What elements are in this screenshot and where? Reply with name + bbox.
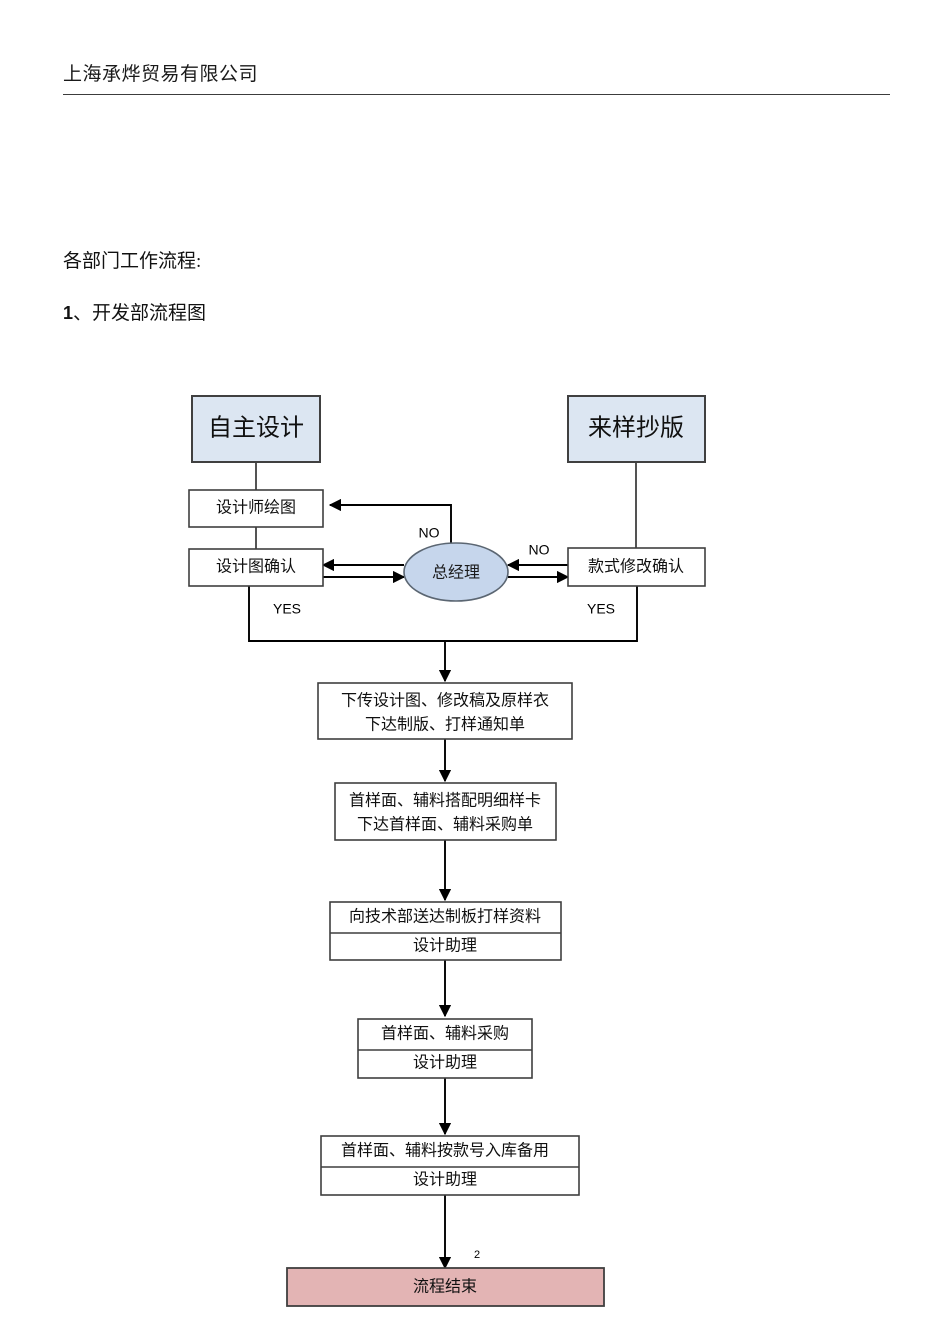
edge-no-loop-to-designer-draw [328,498,452,550]
node-step-purchase[interactable]: 首样面、辅料采购 设计助理 [357,1018,533,1079]
node-style-revise-confirm-label: 款式修改确认 [588,558,684,576]
node-step-send-tech-line1: 向技术部送达制板打样资料 [349,908,541,926]
node-start-right[interactable]: 来样抄版 [567,395,706,463]
node-step-upload-line2: 下达制版、打样通知单 [365,716,525,734]
edge-label-yes-right: YES [587,601,615,617]
node-designer-draw-label: 设计师绘图 [216,499,296,517]
intro-text: 各部门工作流程: [63,251,202,272]
node-designer-draw[interactable]: 设计师绘图 [188,489,324,528]
edge-yes-right-path [445,586,638,642]
node-step-warehouse[interactable]: 首样面、辅料按款号入库备用 设计助理 [320,1135,580,1196]
node-start-right-label: 来样抄版 [588,415,684,442]
node-style-revise-confirm[interactable]: 款式修改确认 [567,547,706,587]
node-start-left-shape [191,395,321,463]
node-step-sample-card-shape [334,782,557,841]
node-start-left-label: 自主设计 [208,415,304,442]
node-end-label: 流程结束 [413,1278,477,1296]
edge-yes-left-path [248,586,445,642]
node-step-upload-shape [317,682,573,740]
section-title: 开发部流程图 [92,303,207,324]
node-step-purchase-line1: 首样面、辅料采购 [381,1025,509,1043]
edge-label-no-right: NO [529,542,550,558]
node-step-upload[interactable]: 下传设计图、修改稿及原样衣 下达制版、打样通知单 [317,682,573,740]
edge-label-no-left: NO [419,525,440,541]
node-style-revise-confirm-shape [567,547,706,587]
page-number: 2 [474,1249,481,1261]
node-general-manager[interactable]: 总经理 [403,542,509,602]
node-start-left[interactable]: 自主设计 [191,395,321,463]
node-step-warehouse-line1: 首样面、辅料按款号入库备用 [341,1142,549,1160]
node-step-sample-card-line1: 首样面、辅料搭配明细样卡 [349,792,541,810]
node-designer-draw-shape [188,489,324,528]
edge-label-yes-left: YES [273,601,301,617]
node-step-warehouse-line2: 设计助理 [413,1171,477,1189]
node-step-warehouse-shape [320,1135,580,1196]
node-step-purchase-line2: 设计助理 [413,1054,477,1072]
section-number: 1 [63,303,74,323]
document-header: 上海承烨贸易有限公司 [63,62,890,95]
node-step-send-tech-line2: 设计助理 [413,937,477,955]
company-name: 上海承烨贸易有限公司 [63,64,259,85]
node-step-upload-line1: 下传设计图、修改稿及原样衣 [341,692,549,710]
node-end-shape [286,1267,605,1307]
node-general-manager-shape [403,542,509,602]
node-general-manager-label: 总经理 [432,564,480,582]
node-start-right-shape [567,395,706,463]
node-step-purchase-shape [357,1018,533,1079]
header-divider [63,94,890,95]
node-step-sample-card[interactable]: 首样面、辅料搭配明细样卡 下达首样面、辅料采购单 [334,782,557,841]
node-step-send-tech[interactable]: 向技术部送达制板打样资料 设计助理 [329,901,562,961]
node-step-send-tech-shape [329,901,562,961]
node-design-confirm[interactable]: 设计图确认 [188,548,324,587]
section-heading: 1、开发部流程图 [63,299,206,328]
node-end[interactable]: 流程结束 [286,1267,605,1307]
node-step-sample-card-line2: 下达首样面、辅料采购单 [357,816,533,834]
node-design-confirm-label: 设计图确认 [216,558,296,576]
node-design-confirm-shape [188,548,324,587]
section-separator: 、 [73,303,93,324]
